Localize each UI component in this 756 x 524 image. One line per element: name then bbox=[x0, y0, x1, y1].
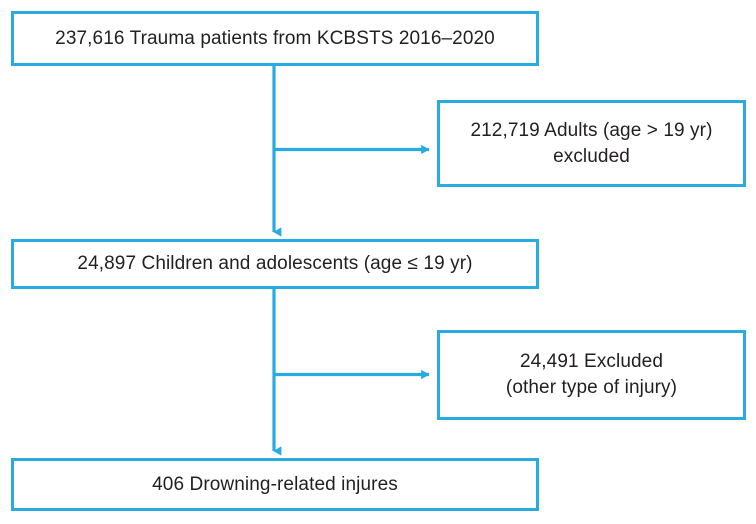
node-final-drowning: 406 Drowning-related injures bbox=[11, 458, 539, 511]
node-cohort-total: 237,616 Trauma patients from KCBSTS 2016… bbox=[11, 11, 539, 66]
node-excluded-other: 24,491 Excluded (other type of injury) bbox=[437, 330, 746, 420]
node-cohort-children: 24,897 Children and adolescents (age ≤ 1… bbox=[11, 239, 539, 289]
node-excluded-other-label: 24,491 Excluded (other type of injury) bbox=[505, 351, 678, 398]
node-excluded-adults: 212,719 Adults (age > 19 yr) excluded bbox=[437, 100, 746, 187]
node-excluded-adults-label: 212,719 Adults (age > 19 yr) excluded bbox=[470, 119, 713, 167]
node-cohort-total-label: 237,616 Trauma patients from KCBSTS 2016… bbox=[55, 27, 495, 49]
node-final-drowning-label: 406 Drowning-related injures bbox=[152, 473, 398, 495]
node-cohort-children-label: 24,897 Children and adolescents (age ≤ 1… bbox=[77, 253, 473, 275]
